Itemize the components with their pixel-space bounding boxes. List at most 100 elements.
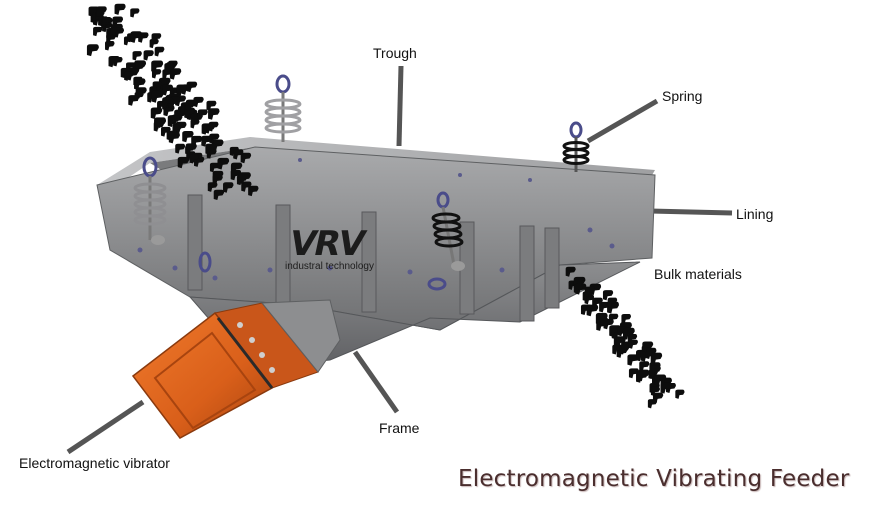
material-chunk xyxy=(240,152,252,164)
material-chunk xyxy=(639,361,650,372)
material-chunk xyxy=(213,189,225,201)
material-chunk xyxy=(628,339,638,349)
material-chunk xyxy=(599,301,610,313)
material-chunk xyxy=(135,61,146,72)
material-chunk xyxy=(114,3,126,15)
material-chunk xyxy=(205,143,217,155)
material-chunk xyxy=(233,149,244,160)
material-chunk xyxy=(153,121,164,132)
label-frame: Frame xyxy=(379,420,420,436)
eye-bolt-left xyxy=(198,251,212,273)
material-chunk xyxy=(143,50,154,61)
material-chunk xyxy=(185,143,197,155)
material-chunk xyxy=(586,304,599,317)
material-chunk xyxy=(595,312,608,325)
material-chunk xyxy=(130,8,140,18)
material-chunk xyxy=(602,290,614,301)
material-chunk xyxy=(152,81,163,91)
material-chunk xyxy=(209,162,220,173)
material-chunk xyxy=(168,132,180,144)
material-chunk xyxy=(88,6,99,17)
spring-left-back xyxy=(264,74,302,142)
material-chunk xyxy=(207,182,218,192)
label-electromagnetic-vibrator: Electromagnetic vibrator xyxy=(19,455,170,471)
label-trough: Trough xyxy=(373,45,417,61)
material-chunk xyxy=(637,369,650,382)
material-chunk xyxy=(162,84,174,96)
brand-subtitle: industral technology xyxy=(285,261,374,272)
spring-right-front xyxy=(427,191,465,291)
material-chunk xyxy=(654,374,667,386)
material-chunk xyxy=(603,319,614,330)
label-bulk-materials: Bulk materials xyxy=(654,266,742,282)
material-chunk xyxy=(584,286,595,297)
vibrator-housing xyxy=(131,299,341,439)
trough-leader-line xyxy=(396,65,404,147)
trough-top-rim xyxy=(97,137,655,190)
material-chunk xyxy=(189,154,199,164)
material-chunk xyxy=(640,349,653,362)
stiffener-ribs xyxy=(187,194,560,322)
material-chunk xyxy=(134,91,144,102)
material-chunk xyxy=(150,107,163,120)
material-chunk xyxy=(185,99,198,111)
leader-lines xyxy=(66,65,733,455)
spring-left-front xyxy=(133,156,167,245)
lining-leader-line xyxy=(649,208,733,216)
material-chunk xyxy=(675,389,685,399)
label-lining: Lining xyxy=(736,206,774,222)
material-chunk xyxy=(649,365,661,377)
material-chunk xyxy=(186,81,198,93)
label-spring: Spring xyxy=(662,88,703,104)
material-chunk xyxy=(616,337,626,347)
material-chunk xyxy=(110,23,123,36)
diagram-title: Electromagnetic Vibrating Feeder xyxy=(458,466,850,492)
material-chunk xyxy=(164,62,176,75)
spring-right-back xyxy=(562,121,590,172)
material-chunk xyxy=(175,143,186,154)
material-chunk xyxy=(609,325,621,337)
material-chunk xyxy=(176,84,189,97)
material-chunk xyxy=(151,69,162,79)
material-chunk xyxy=(650,352,663,365)
material-chunk xyxy=(162,97,174,109)
material-chunk xyxy=(96,6,107,18)
material-chunk xyxy=(212,170,224,182)
material-chunk xyxy=(622,327,635,340)
material-chunk xyxy=(169,68,182,80)
material-chunk xyxy=(652,392,664,403)
material-chunk xyxy=(177,156,190,169)
material-chunk xyxy=(167,115,180,127)
material-chunk xyxy=(160,126,171,137)
material-chunk xyxy=(151,90,164,103)
material-chunk xyxy=(573,283,584,294)
material-chunk xyxy=(149,39,159,49)
material-chunk xyxy=(607,297,618,308)
material-chunk xyxy=(93,26,103,37)
material-chunk xyxy=(86,44,99,57)
material-chunk xyxy=(102,16,112,27)
material-chunk xyxy=(108,56,120,68)
material-chunk xyxy=(230,169,242,181)
material-chunk xyxy=(182,130,194,143)
material-chunk xyxy=(208,108,220,120)
material-chunk xyxy=(197,109,208,120)
material-chunk xyxy=(217,157,230,170)
spring-leader-line xyxy=(586,98,659,144)
material-chunk xyxy=(628,368,639,379)
material-chunk xyxy=(238,172,251,185)
bulk-material-particles xyxy=(86,3,685,409)
material-chunk xyxy=(209,133,220,144)
material-chunk xyxy=(642,341,654,353)
material-chunk xyxy=(650,386,660,396)
material-chunk xyxy=(621,314,631,324)
material-chunk xyxy=(105,41,115,51)
material-chunk xyxy=(223,182,234,193)
material-chunk xyxy=(132,51,142,61)
frame-leader-line xyxy=(352,350,400,414)
material-chunk xyxy=(201,123,214,135)
material-chunk xyxy=(172,123,182,134)
brand-logo: VRV xyxy=(285,224,368,264)
material-chunk xyxy=(612,344,623,355)
